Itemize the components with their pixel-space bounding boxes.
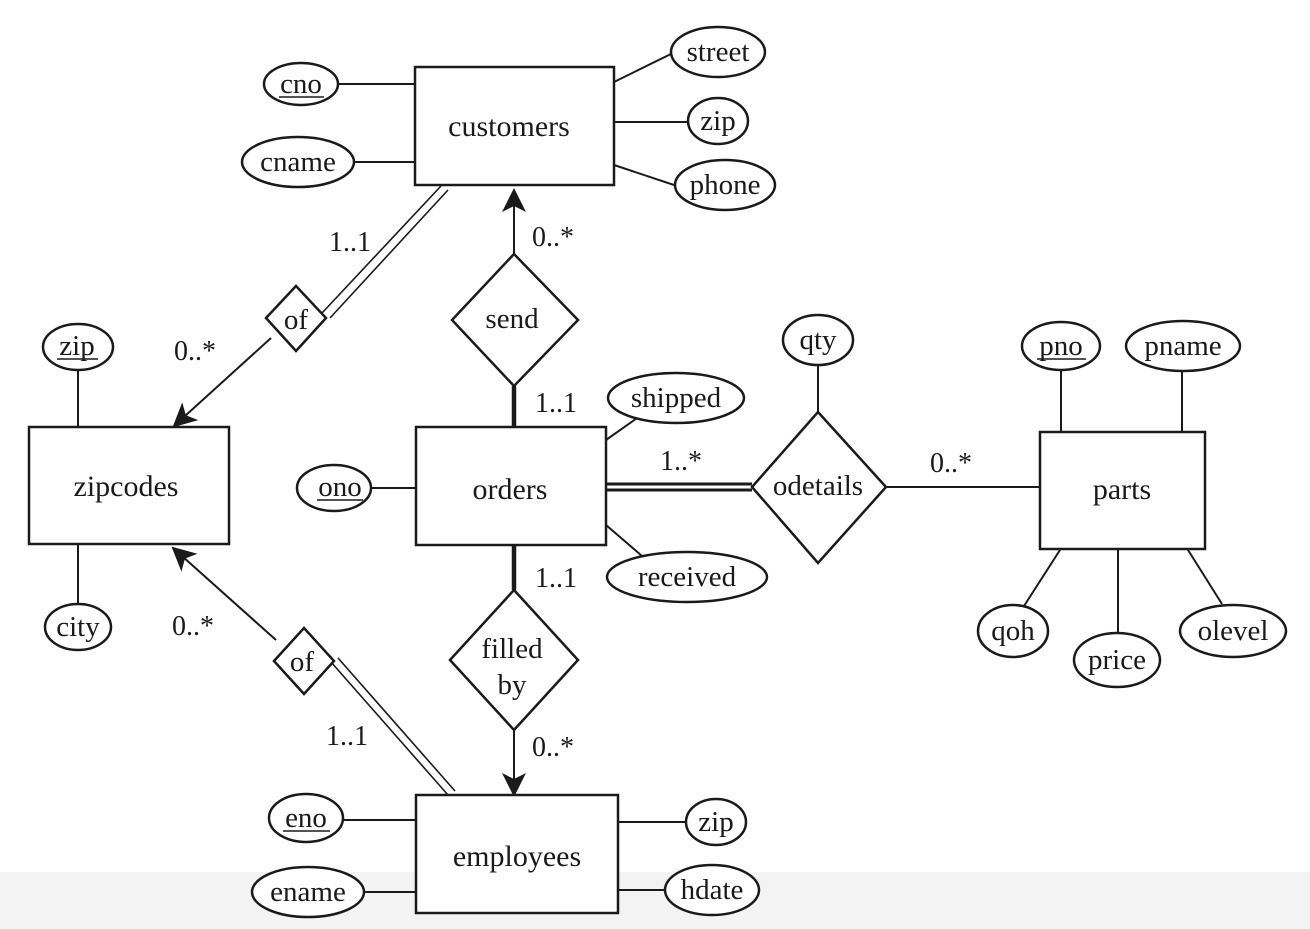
line-orders-received (605, 524, 643, 557)
attribute-city-label: city (56, 611, 100, 643)
double-line-customers-of-b (329, 189, 449, 319)
relationship-of-employees-label: of (290, 646, 315, 678)
attribute-received-label: received (638, 561, 737, 593)
relationship-of-customers-label: of (284, 304, 309, 336)
attribute-street[interactable]: street (669, 25, 767, 79)
attribute-ename[interactable]: ename (250, 865, 366, 919)
cardinality-zipcodes-of-customers: 0..* (174, 336, 216, 367)
line-customers-phone (613, 164, 675, 186)
entity-orders-label: orders (473, 473, 548, 506)
attribute-employees-zip[interactable]: zip (684, 797, 748, 847)
attribute-cname[interactable]: cname (240, 135, 356, 189)
relationship-filled-by[interactable]: filled by (448, 588, 580, 732)
relationship-odetails-label: odetails (773, 470, 863, 502)
attribute-price[interactable]: price (1072, 631, 1162, 689)
attribute-ename-label: ename (270, 876, 346, 908)
entity-parts[interactable]: parts (1038, 430, 1207, 551)
attribute-shipped-label: shipped (631, 382, 722, 414)
relationship-of-customers[interactable]: of (264, 284, 328, 353)
attribute-qoh[interactable]: qoh (976, 603, 1050, 659)
relationship-send[interactable]: send (450, 252, 580, 388)
cardinality-parts-odetails: 0..* (930, 448, 972, 479)
double-line-employees-of-b (337, 657, 456, 792)
attribute-ono[interactable]: ono (295, 463, 373, 513)
entity-orders[interactable]: orders (414, 425, 608, 547)
cardinality-orders-odetails: 1..* (660, 446, 702, 477)
entity-zipcodes[interactable]: zipcodes (27, 425, 231, 546)
entity-customers[interactable]: customers (413, 65, 616, 187)
attribute-employees-zip-label: zip (698, 806, 733, 838)
line-customers-street (613, 51, 676, 83)
attribute-hdate[interactable]: hdate (663, 863, 761, 917)
relationship-send-label: send (485, 303, 539, 335)
attribute-street-label: street (687, 36, 750, 68)
attribute-pname[interactable]: pname (1124, 319, 1242, 373)
relationship-odetails[interactable]: odetails (750, 410, 888, 565)
cardinality-orders-send: 1..1 (535, 388, 577, 419)
relationship-filled-by-label-line1: filled (481, 633, 543, 665)
attribute-olevel-label: olevel (1198, 615, 1269, 647)
attribute-customers-zip[interactable]: zip (686, 96, 750, 146)
attribute-cno-label: cno (280, 68, 322, 100)
attribute-shipped[interactable]: shipped (606, 371, 746, 425)
attribute-phone[interactable]: phone (673, 158, 777, 212)
cardinality-zipcodes-of-employees: 0..* (172, 611, 214, 642)
cardinality-customers-of: 1..1 (329, 227, 371, 258)
attribute-pno-label: pno (1039, 330, 1083, 362)
line-orders-shipped (605, 415, 641, 441)
entity-zipcodes-label: zipcodes (74, 470, 179, 503)
bottom-fade-band (0, 872, 1310, 929)
attribute-ono-label: ono (318, 471, 362, 503)
attribute-qoh-label: qoh (991, 615, 1035, 647)
attribute-cname-label: cname (260, 146, 336, 178)
arrow-of-to-zipcodes-bottom (171, 546, 277, 641)
double-line-employees-of-a (330, 661, 449, 796)
cardinality-employees-of: 1..1 (326, 721, 368, 752)
arrow-of-to-zipcodes-top (172, 337, 272, 428)
attribute-pno[interactable]: pno (1020, 320, 1102, 372)
relationship-filled-by-label-line2: by (498, 669, 528, 701)
entity-customers-label: customers (448, 110, 570, 143)
attribute-cno[interactable]: cno (262, 61, 340, 107)
entity-parts-label: parts (1093, 473, 1151, 506)
cardinality-employees-filled: 0..* (532, 732, 574, 763)
attribute-customers-zip-label: zip (700, 105, 735, 137)
attribute-qty-label: qty (799, 324, 837, 356)
attribute-eno-label: eno (285, 802, 327, 834)
relationship-of-employees[interactable]: of (272, 626, 336, 696)
attribute-pname-label: pname (1144, 330, 1221, 362)
attribute-zipcodes-zip-label: zip (59, 330, 94, 362)
line-parts-olevel (1187, 549, 1223, 605)
attribute-eno[interactable]: eno (267, 792, 345, 844)
entity-employees-label: employees (453, 840, 581, 873)
attribute-price-label: price (1088, 644, 1146, 676)
attribute-hdate-label: hdate (681, 874, 744, 906)
cardinality-customers-send: 0..* (532, 222, 574, 253)
entity-employees[interactable]: employees (414, 793, 620, 915)
line-parts-qoh (1023, 549, 1061, 607)
cardinality-orders-filled: 1..1 (535, 563, 577, 594)
attribute-zipcodes-zip[interactable]: zip (41, 322, 115, 372)
double-line-customers-of-a (321, 185, 442, 314)
attribute-received[interactable]: received (605, 550, 769, 604)
attribute-olevel[interactable]: olevel (1178, 603, 1288, 659)
attribute-phone-label: phone (690, 169, 761, 201)
attribute-qty[interactable]: qty (781, 313, 855, 367)
attribute-city[interactable]: city (43, 602, 113, 652)
